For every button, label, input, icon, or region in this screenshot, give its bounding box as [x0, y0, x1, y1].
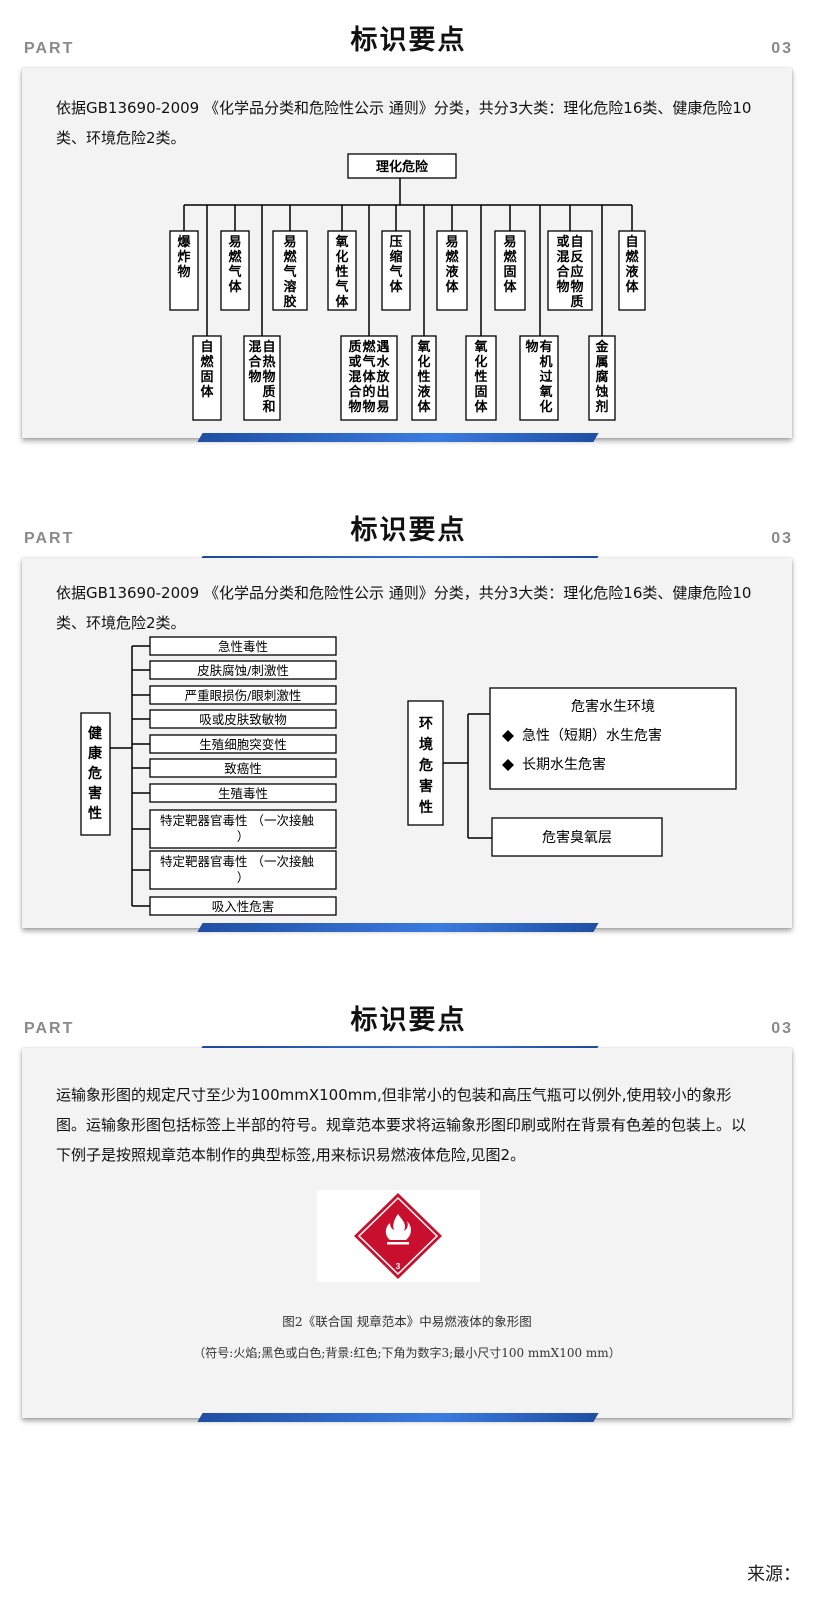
part-number: 03 [771, 40, 793, 57]
physchem-category: 易燃液体 [445, 235, 459, 295]
content-card: 依据GB13690-2009 《化学品分类和危险性公示 通则》分类，共分3大类：… [22, 68, 792, 438]
part-number: 03 [771, 1020, 793, 1037]
slide-title: 标识要点 [350, 515, 467, 546]
physchem-category: 自热物质和混合物 [248, 339, 275, 415]
environment-root-label: 环境危害性 [418, 716, 433, 816]
pictogram-number: 3 [396, 1262, 401, 1271]
figure-caption: 图2《联合国 规章范本》中易燃液体的象形图 [282, 1314, 532, 1329]
physchem-category: 易燃固体 [503, 235, 517, 295]
paragraph-text: 运输象形图的规定尺寸至少为100mmX100mm,但非常小的包装和高压气瓶可以例… [56, 1086, 747, 1164]
aquatic-hazard-item: 急性（短期）水生危害 [522, 728, 662, 744]
slide-title: 标识要点 [350, 25, 467, 56]
health-item: 致癌性 [224, 761, 262, 776]
bottom-accent-bar [197, 1413, 599, 1422]
health-root-label: 健康危害性 [87, 725, 103, 822]
part-label: PART [24, 40, 75, 57]
physchem-category: 易燃气体 [228, 235, 242, 295]
physchem-category: 氧化性液体 [416, 339, 431, 415]
health-item: 皮肤腐蚀/刺激性 [197, 663, 289, 678]
bottom-accent-bar [197, 433, 599, 442]
physchem-category: 氧化性固体 [473, 339, 488, 415]
intro-text: 依据GB13690-2009 《化学品分类和危险性公示 通则》分类，共分3大类：… [56, 99, 752, 147]
part-label: PART [24, 530, 75, 547]
physchem-category: 金属腐蚀剂 [594, 339, 609, 415]
health-item: 特定靶器官毒性 （一次接触） [160, 854, 314, 885]
slide-title: 标识要点 [350, 1005, 467, 1036]
physchem-category: 氧化性气体 [334, 234, 349, 310]
aquatic-hazard-title: 危害水生环境 [571, 699, 655, 715]
physchem-category: 自燃液体 [625, 234, 639, 295]
physchem-category: 自反应物质或混合物 [556, 234, 583, 310]
health-item: 严重眼损伤/眼刺激性 [185, 688, 302, 703]
physchem-diagram: 理化危险 爆炸物 易燃气体 易燃气溶胶 氧化性气体 压缩气体 易燃液体 易燃固体 自反应物质或… [169, 153, 646, 421]
physchem-category: 易燃气溶胶 [283, 235, 297, 310]
bottom-accent-bar [197, 923, 599, 932]
content-card: 运输象形图的规定尺寸至少为100mmX100mm,但非常小的包装和高压气瓶可以例… [22, 1048, 792, 1418]
pictogram-frame: 3 [317, 1190, 480, 1282]
physchem-category: 压缩气体 [389, 235, 403, 295]
source-label: 来源： [747, 1564, 801, 1585]
diamond-bullet-icon [502, 730, 514, 742]
physchem-category: 爆炸物 [177, 234, 191, 280]
health-item: 生殖毒性 [218, 786, 268, 801]
diamond-bullet-icon [502, 759, 514, 771]
health-item: 特定靶器官毒性 （一次接触） [160, 813, 314, 844]
physchem-category: 自燃固体 [200, 339, 214, 400]
aquatic-hazard-item: 长期水生危害 [522, 757, 606, 773]
part-label: PART [24, 1020, 75, 1037]
health-item: 吸或皮肤致敏物 [199, 712, 287, 727]
physchem-category: 遇水放出易燃气体的物质或混合物 [348, 339, 390, 415]
figure-note: （符号:火焰;黑色或白色;背景:红色;下角为数字3;最小尺寸100 mmX100… [193, 1346, 621, 1360]
health-env-diagram: 健康危害性 急性毒性皮肤腐蚀/刺激性严重眼损伤/眼刺激性吸或皮肤致敏物生殖细胞突… [80, 636, 737, 916]
content-card: 依据GB13690-2009 《化学品分类和危险性公示 通则》分类，共分3大类：… [22, 558, 792, 928]
health-item: 吸入性危害 [212, 899, 275, 914]
health-item: 急性毒性 [218, 639, 268, 654]
physchem-category: 有机过氧化物 [525, 339, 552, 415]
flame-icon: 3 [354, 1193, 442, 1279]
diagram-root-label: 理化危险 [376, 159, 429, 175]
ozone-hazard-label: 危害臭氧层 [542, 830, 612, 846]
health-item: 生殖细胞突变性 [199, 737, 287, 752]
intro-text: 依据GB13690-2009 《化学品分类和危险性公示 通则》分类，共分3大类：… [56, 584, 752, 632]
part-number: 03 [771, 530, 793, 547]
